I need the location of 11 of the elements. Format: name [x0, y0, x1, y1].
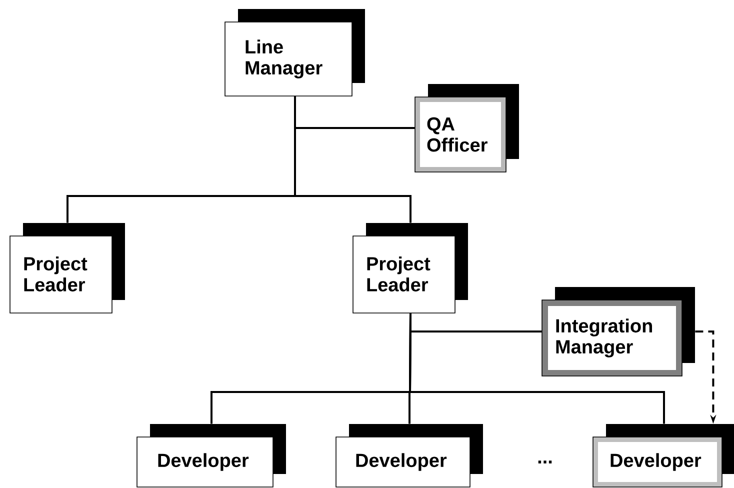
org-box: Developer	[336, 424, 483, 488]
org-box: Project Leader	[10, 223, 125, 314]
org-box: QA Officer	[414, 84, 519, 172]
org-box: Developer	[136, 424, 286, 488]
org-box: Integration Manager	[542, 287, 695, 376]
org-box: Project Leader	[352, 223, 468, 314]
org-box: Developer	[592, 424, 734, 488]
connector-line	[294, 96, 412, 223]
ellipsis: ...	[538, 460, 552, 464]
org-box: Line Manager	[224, 9, 365, 96]
connector-line	[409, 313, 665, 424]
